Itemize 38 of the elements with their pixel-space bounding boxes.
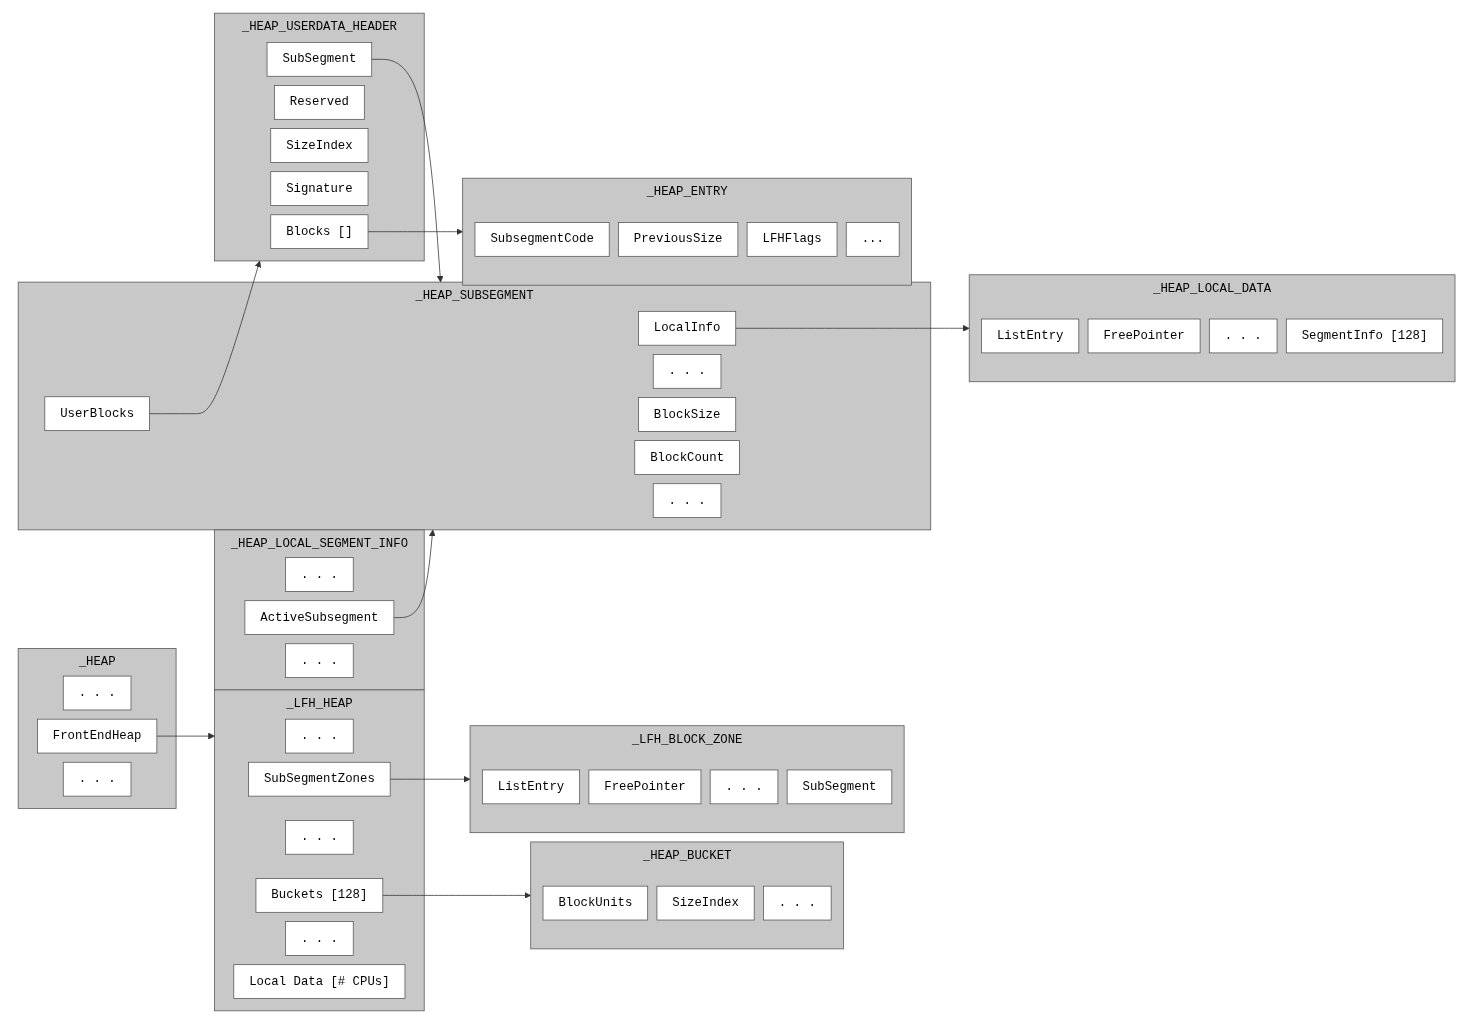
node-box: FreePointer (1087, 318, 1201, 354)
node-box: SubSegment (266, 42, 372, 77)
node-box: ListEntry (481, 769, 580, 805)
node-box: ListEntry (981, 318, 1080, 354)
node-box: . . . (652, 483, 722, 518)
node-box: . . . (285, 718, 354, 754)
node-box: . . . (1208, 318, 1278, 354)
node-box: . . . (285, 643, 354, 678)
node-box: . . . (285, 820, 354, 855)
node-box: ... (845, 222, 900, 257)
node-box: BlockSize (637, 397, 737, 432)
node-box: SizeIndex (656, 885, 755, 921)
node-box: FrontEndHeap (36, 718, 158, 754)
node-box: Local Data [# CPUs] (233, 964, 406, 999)
node-box: SizeIndex (270, 128, 369, 163)
node-box: Buckets [128] (255, 878, 384, 913)
node-box: . . . (285, 921, 354, 956)
node-box: . . . (652, 354, 722, 389)
node-box: SubsegmentCode (474, 222, 610, 257)
node-box: SubSegment (786, 769, 893, 805)
node-box: . . . (62, 675, 132, 711)
node-box: BlockCount (634, 440, 740, 475)
node-box: . . . (762, 885, 832, 921)
node-box: LFHFlags (746, 222, 838, 257)
node-box: . . . (62, 761, 132, 797)
node-box: UserBlocks (44, 396, 150, 431)
node-box: Reserved (273, 85, 365, 120)
node-box: SubSegmentZones (248, 761, 391, 797)
node-box: . . . (285, 557, 354, 592)
node-box: . . . (709, 769, 779, 805)
node-box: Signature (270, 171, 369, 206)
node-box: Blocks [] (270, 214, 369, 249)
node-box: BlockUnits (542, 885, 648, 921)
node-box: FreePointer (588, 769, 702, 805)
node-box: PreviousSize (617, 222, 739, 257)
node-box: SegmentInfo [128] (1285, 318, 1443, 354)
node-box: LocalInfo (637, 310, 737, 346)
node-box: ActiveSubsegment (244, 600, 395, 635)
